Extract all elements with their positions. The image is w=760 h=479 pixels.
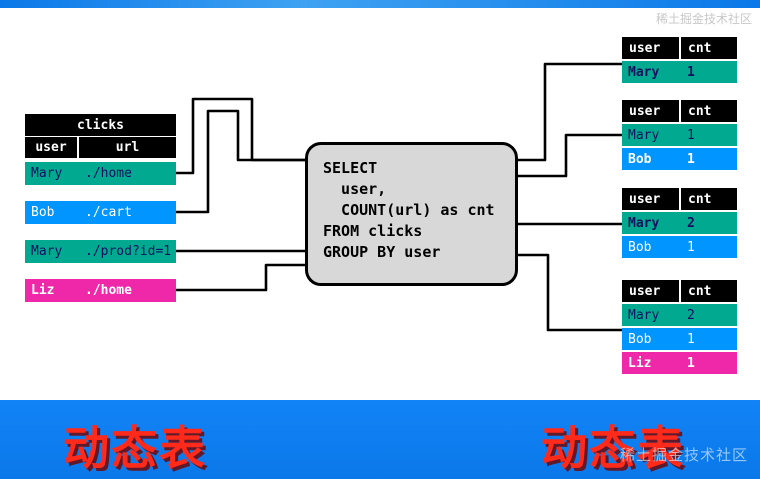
col-header-user: user	[622, 37, 679, 59]
url-cell: ./home	[85, 283, 132, 298]
sql-line: SELECT	[323, 159, 378, 177]
result-table-2: user cnt Mary 1 Bob 1	[622, 100, 737, 170]
result-table-4: user cnt Mary 2 Bob 1 Liz 1	[622, 280, 737, 374]
url-cell: ./prod?id=1	[85, 244, 172, 259]
col-header-cnt: cnt	[681, 100, 737, 122]
col-header-cnt: cnt	[681, 37, 737, 59]
url-cell: ./cart	[85, 205, 132, 220]
col-header-cnt: cnt	[681, 280, 737, 302]
result-row: Bob 1	[622, 236, 737, 258]
col-header-user: user	[622, 280, 679, 302]
top-blue-strip	[0, 0, 760, 8]
clicks-header-row: user url	[25, 137, 176, 158]
cnt-cell: 1	[687, 239, 695, 255]
sql-line: GROUP BY user	[323, 243, 441, 261]
result-table-1: user cnt Mary 1	[622, 37, 737, 83]
user-cell: Mary	[31, 166, 63, 181]
result-row: Bob 1	[622, 148, 737, 170]
dynamic-table-label-right: 动态表	[541, 422, 685, 474]
result-row: Mary 1	[622, 124, 737, 146]
cnt-cell: 1	[687, 64, 695, 80]
user-cell: Mary	[628, 64, 660, 80]
clicks-row-4: Liz ./home	[25, 279, 176, 302]
result-row: Mary 2	[622, 212, 737, 234]
cnt-cell: 2	[687, 307, 695, 323]
result-header-row: user cnt	[622, 100, 737, 122]
query-box: SELECT user, COUNT(url) as cnt FROM clic…	[305, 142, 518, 286]
col-header-user: user	[622, 100, 679, 122]
connector-row2-to-query	[174, 109, 307, 214]
col-header-cnt: cnt	[681, 188, 737, 210]
user-cell: Liz	[31, 283, 55, 298]
result-header-row: user cnt	[622, 280, 737, 302]
col-header-url: url	[79, 137, 176, 158]
connector-query-to-result4	[516, 253, 624, 332]
user-cell: Mary	[628, 307, 660, 323]
result-row: Liz 1	[622, 352, 737, 374]
clicks-table-title: clicks	[25, 114, 176, 136]
sql-line: COUNT(url) as cnt	[323, 201, 495, 219]
watermark-bottom: 稀土掘金技术社区	[619, 447, 748, 464]
connector-query-to-result2	[516, 133, 624, 178]
connector-row4-to-query	[174, 263, 307, 292]
clicks-table: clicks user url Mary ./home Bob ./cart M…	[25, 114, 176, 302]
clicks-row-3: Mary ./prod?id=1	[25, 240, 176, 263]
user-cell: Mary	[31, 244, 63, 259]
url-cell: ./home	[85, 166, 132, 181]
cnt-cell: 2	[687, 215, 695, 231]
dynamic-table-label-left: 动态表	[63, 422, 207, 474]
result-header-row: user cnt	[622, 37, 737, 59]
connector-row1-to-query	[174, 97, 307, 175]
col-header-user: user	[25, 137, 77, 158]
sql-line: user,	[323, 180, 387, 198]
cnt-cell: 1	[687, 355, 695, 371]
cnt-cell: 1	[687, 127, 695, 143]
clicks-row-2: Bob ./cart	[25, 201, 176, 224]
user-cell: Mary	[628, 127, 660, 143]
user-cell: Bob	[628, 331, 652, 347]
user-cell: Bob	[628, 239, 652, 255]
result-table-3: user cnt Mary 2 Bob 1	[622, 188, 737, 258]
result-header-row: user cnt	[622, 188, 737, 210]
sql-line: FROM clicks	[323, 222, 423, 240]
user-cell: Bob	[628, 151, 652, 167]
col-header-user: user	[622, 188, 679, 210]
result-row: Mary 1	[622, 61, 737, 83]
cnt-cell: 1	[687, 151, 695, 167]
clicks-row-1: Mary ./home	[25, 162, 176, 185]
watermark-top: 稀土掘金技术社区	[655, 12, 752, 26]
cnt-cell: 1	[687, 331, 695, 347]
user-cell: Bob	[31, 205, 55, 220]
footer-bar: 动态表 动态表 稀土掘金技术社区	[0, 400, 760, 479]
connector-query-to-result1	[516, 62, 624, 162]
result-row: Mary 2	[622, 304, 737, 326]
user-cell: Mary	[628, 215, 660, 231]
result-row: Bob 1	[622, 328, 737, 350]
user-cell: Liz	[628, 355, 652, 371]
